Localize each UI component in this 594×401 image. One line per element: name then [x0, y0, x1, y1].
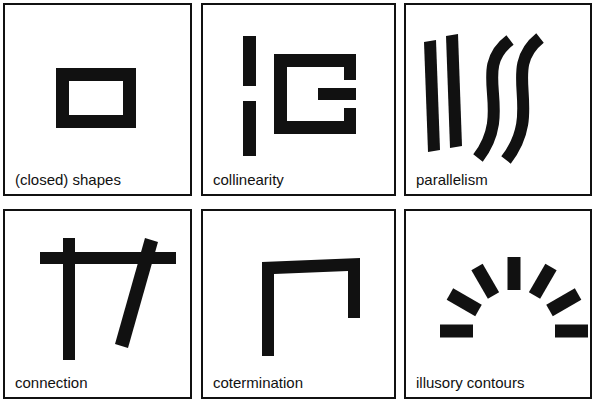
connection-bar — [115, 238, 158, 348]
cotermination-shape — [262, 258, 360, 356]
arc-dash — [450, 294, 479, 311]
illusory-dashes — [440, 257, 588, 331]
figure-panel: connection — [3, 209, 192, 399]
panel-caption: illusory contours — [406, 375, 590, 398]
panel-caption: (closed) shapes — [5, 172, 190, 195]
parallel-bar — [446, 34, 462, 148]
figure-panel: cotermination — [201, 209, 396, 399]
parallel-bar — [424, 40, 440, 152]
figure-panel: illusory contours — [404, 209, 592, 399]
connection-bar — [40, 252, 176, 264]
arc-dash — [535, 267, 552, 296]
arc-dash — [550, 294, 579, 311]
bar-segment — [243, 36, 256, 86]
closed-square — [56, 68, 136, 128]
figure-panel: (closed) shapes — [3, 3, 192, 196]
bar-segment — [243, 101, 256, 156]
connection-bar — [63, 238, 75, 360]
parallel-curve — [478, 40, 510, 158]
panel-caption: parallelism — [406, 172, 590, 195]
bar-segment — [318, 88, 356, 100]
panel-caption: connection — [5, 375, 190, 398]
figure-panel: parallelism — [404, 3, 592, 196]
arc-dash — [440, 325, 473, 338]
arc-dash — [508, 257, 521, 290]
parallel-curve — [506, 38, 540, 160]
figure-panel: collinearity — [201, 3, 396, 196]
arc-dash — [477, 267, 494, 296]
gapped-box — [274, 54, 356, 134]
arc-dash — [555, 325, 588, 338]
panel-caption: collinearity — [203, 172, 394, 195]
panel-caption: cotermination — [203, 375, 394, 398]
